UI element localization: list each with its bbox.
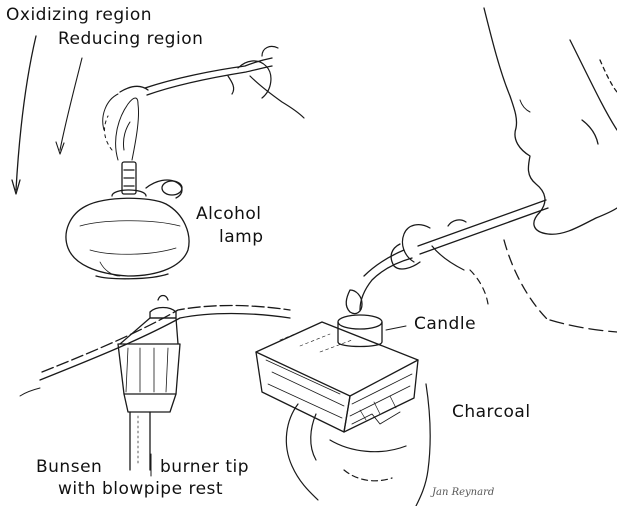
right-hand	[402, 220, 488, 304]
artist-signature: Jan Reynard	[432, 488, 494, 498]
lamp-flame	[103, 94, 139, 160]
reducing-pointer	[56, 58, 82, 154]
label-reducing-region: Reducing region	[58, 31, 203, 48]
right-blowpipe	[360, 200, 548, 310]
face-profile	[484, 8, 617, 332]
charcoal-block	[256, 322, 418, 432]
alcohol-lamp	[66, 162, 189, 279]
label-candle: Candle	[414, 316, 476, 333]
top-hand	[228, 46, 304, 118]
top-blowpipe	[120, 58, 272, 95]
label-bunsen-part1: Bunsen	[36, 459, 102, 476]
label-bunsen-part2: burner tip	[160, 459, 249, 476]
bunsen-burner	[118, 296, 180, 471]
candle	[338, 290, 406, 347]
label-oxidizing-region: Oxidizing region	[6, 7, 152, 24]
label-bunsen-line2: with blowpipe rest	[58, 481, 223, 498]
bunsen-blowpipe	[20, 306, 290, 397]
label-alcohol-lamp-line1: Alcohol	[196, 206, 262, 223]
label-charcoal: Charcoal	[452, 404, 531, 421]
region-arrow	[12, 36, 36, 194]
label-alcohol-lamp-line2: lamp	[219, 229, 264, 246]
